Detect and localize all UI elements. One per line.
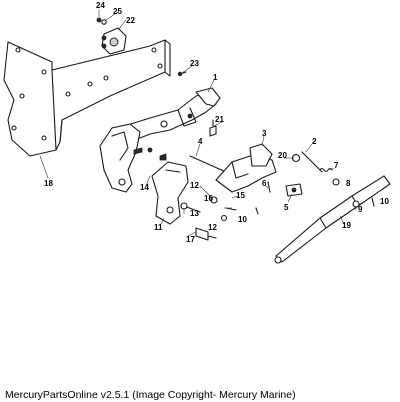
throttle-mount-part-3 xyxy=(215,143,277,193)
callout-labels: 24 25 22 23 1 21 3 2 4 20 7 8 6 14 12 15… xyxy=(44,1,389,244)
lever-arm-part-1 xyxy=(117,87,221,143)
callout-7: 7 xyxy=(334,161,339,170)
callout-12-b: 12 xyxy=(208,223,217,232)
lower-bracket-part-11 xyxy=(151,161,189,225)
callout-4: 4 xyxy=(198,137,203,146)
fasteners-part-16 xyxy=(210,196,237,222)
callout-19: 19 xyxy=(342,221,351,230)
callout-9: 9 xyxy=(358,205,363,214)
bolt-part-21 xyxy=(209,119,217,137)
callout-8: 8 xyxy=(346,179,351,188)
callout-2: 2 xyxy=(312,137,317,146)
callout-10-a: 10 xyxy=(238,215,247,224)
screw-part-23 xyxy=(177,71,187,77)
callout-11: 11 xyxy=(154,223,163,232)
callout-16: 16 xyxy=(204,194,213,203)
nut-part-8 xyxy=(332,178,340,186)
callout-22: 22 xyxy=(126,16,135,25)
callout-1: 1 xyxy=(213,73,218,82)
callout-24: 24 xyxy=(96,1,105,10)
callout-10-b: 10 xyxy=(380,197,389,206)
bolt-part-5 xyxy=(285,183,303,197)
callout-13: 13 xyxy=(190,209,199,218)
callout-12-a: 12 xyxy=(190,181,199,190)
long-pin-part-2 xyxy=(301,151,323,173)
leader-lines xyxy=(39,10,357,237)
pin-part-6 xyxy=(267,181,271,193)
bolt-part-17 xyxy=(195,227,217,241)
callout-17: 17 xyxy=(186,235,195,244)
callout-6: 6 xyxy=(262,179,267,188)
rod-part-4 xyxy=(189,155,227,173)
spring-part-7 xyxy=(319,167,333,173)
callout-25: 25 xyxy=(113,7,122,16)
screw-part-24 xyxy=(96,17,107,25)
callout-18: 18 xyxy=(44,179,53,188)
callout-15: 15 xyxy=(236,191,245,200)
copyright-caption: MercuryPartsOnline v2.5.1 (Image Copyrig… xyxy=(5,389,296,401)
small-parts-part-10 xyxy=(255,197,375,215)
callout-3: 3 xyxy=(262,129,267,138)
bracket-plate-part-18 xyxy=(3,39,171,157)
callout-21: 21 xyxy=(215,115,224,124)
callout-5: 5 xyxy=(284,203,289,212)
callout-20: 20 xyxy=(278,151,287,160)
callout-23: 23 xyxy=(190,59,199,68)
clip-part-22 xyxy=(101,27,127,55)
callout-14: 14 xyxy=(140,183,149,192)
cam-lever-part-14 xyxy=(99,123,167,193)
